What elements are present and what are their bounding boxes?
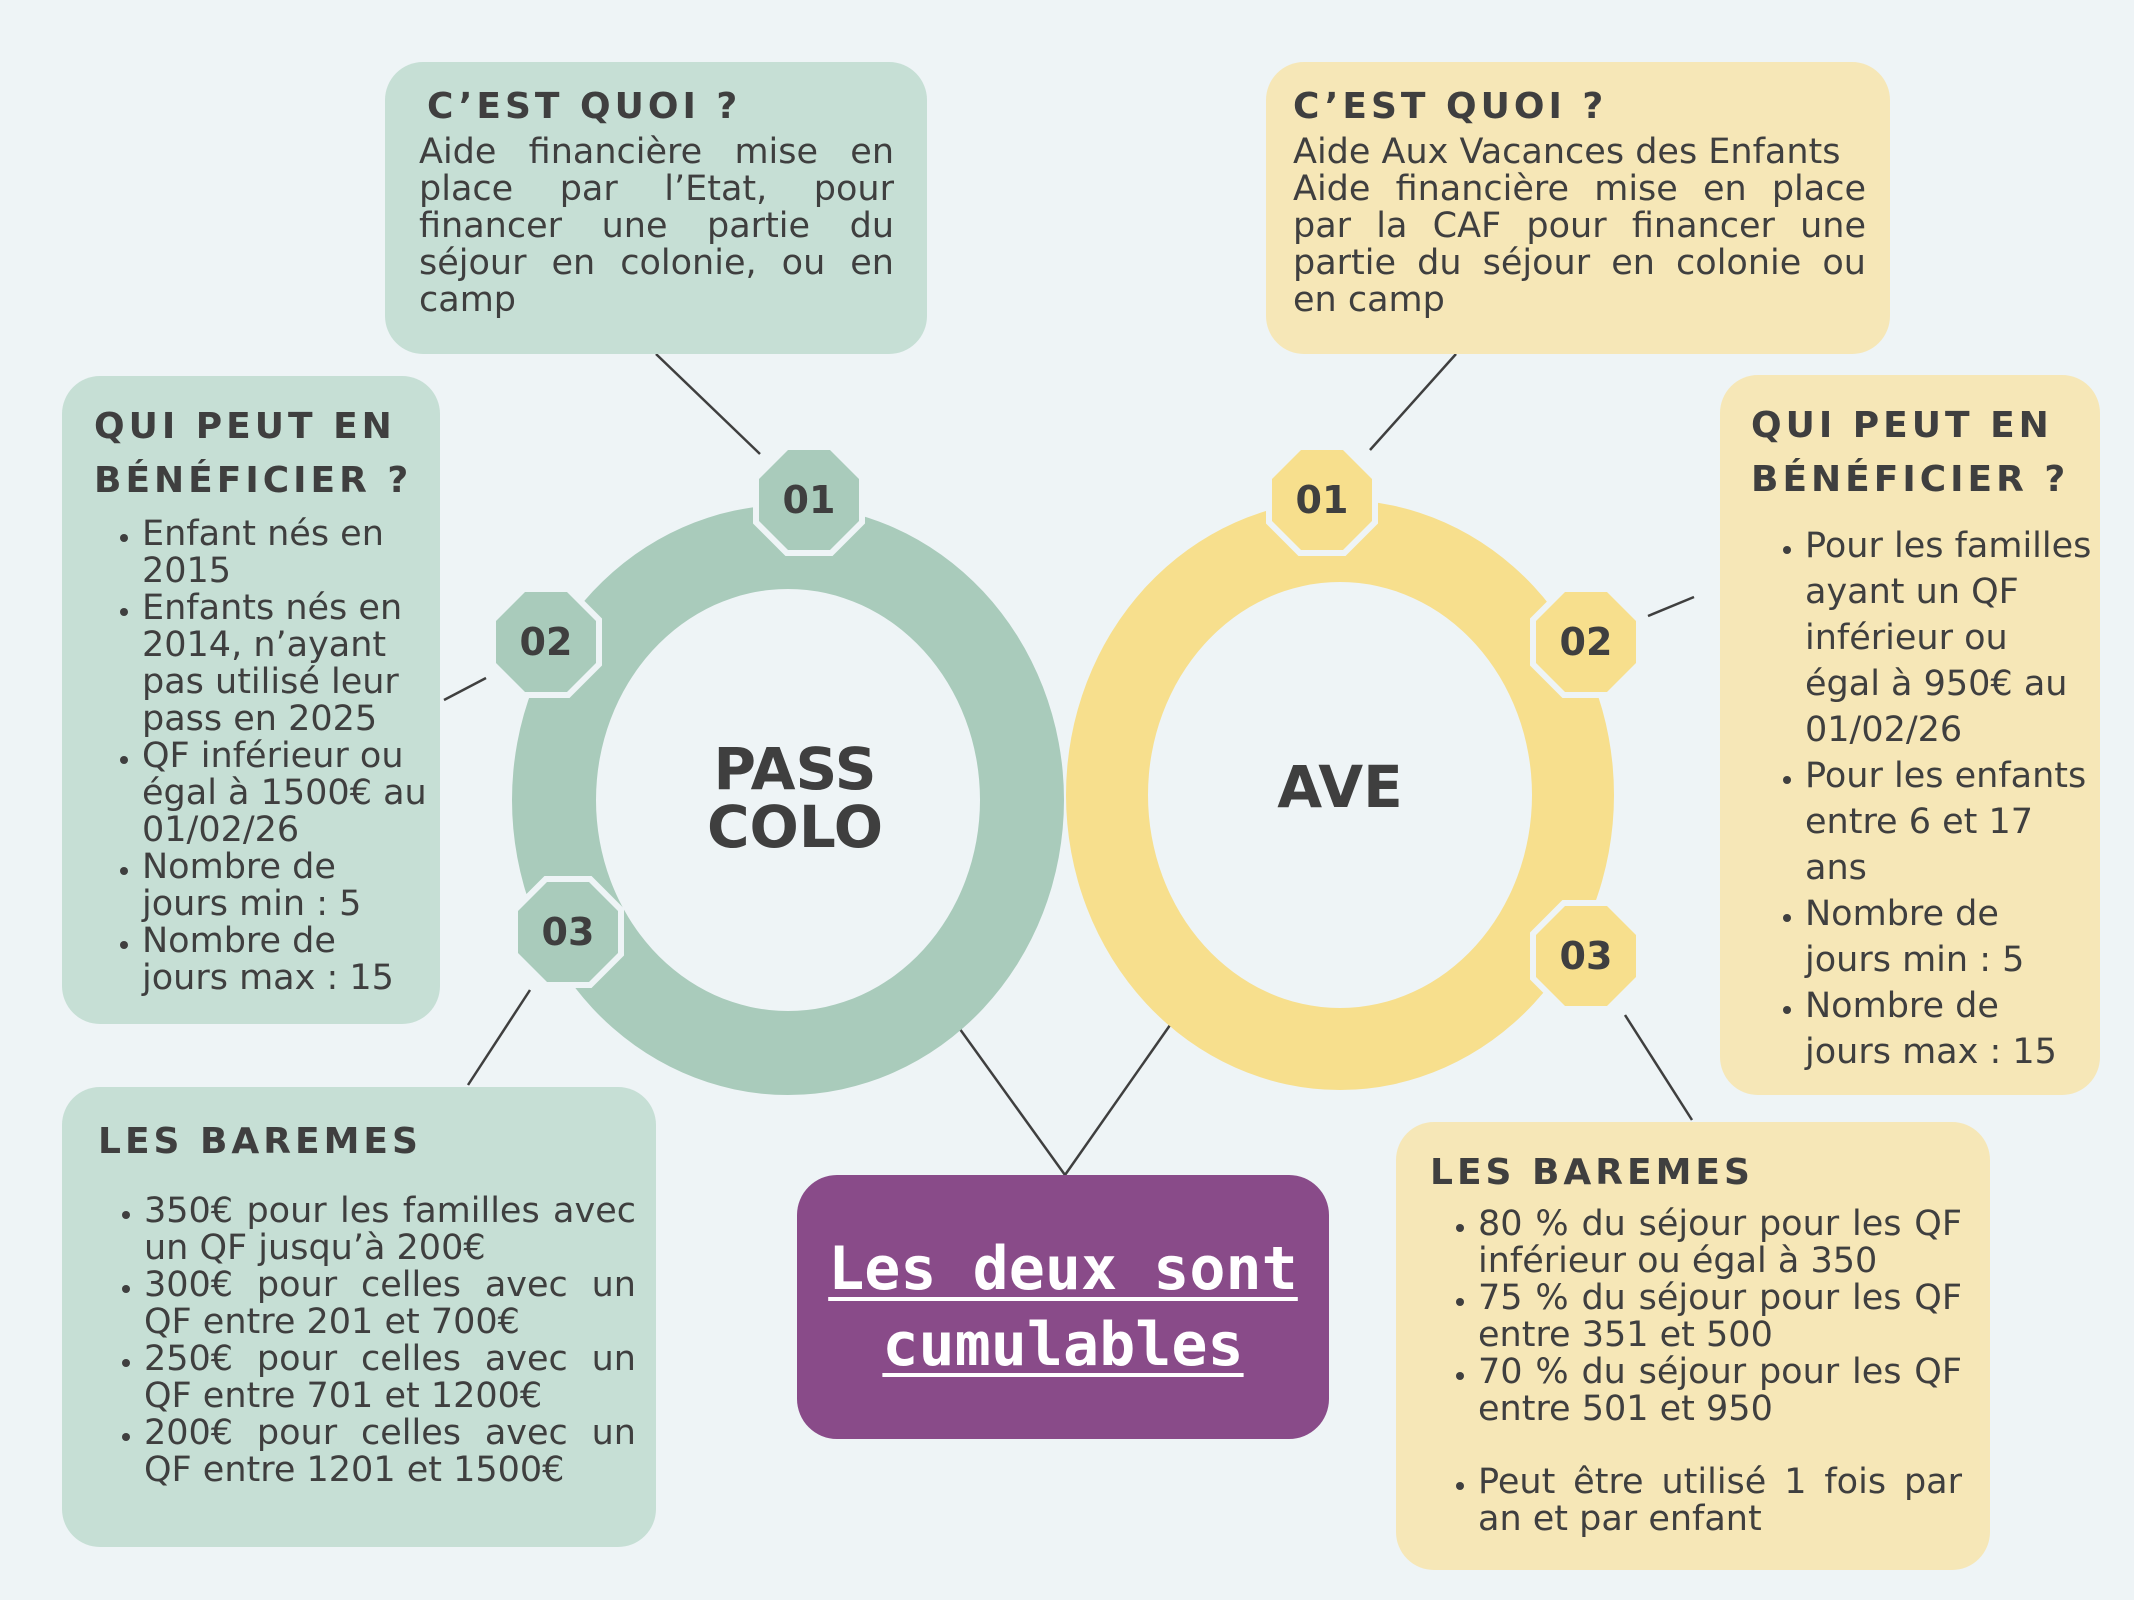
ave-baremes-box: LES BAREMES 80 % du séjour pour les QF i… — [1396, 1122, 1990, 1570]
pass-colo-qui-heading-line1: QUI PEUT EN — [94, 406, 396, 447]
cumulables-line2: cumulables — [882, 1310, 1244, 1380]
ave-baremes-list: 80 % du séjour pour les QF inférieur ou … — [1430, 1206, 1962, 1428]
ave-badge-01: 01 — [1266, 444, 1378, 556]
list-item: 75 % du séjour pour les QF entre 351 et … — [1478, 1280, 1962, 1354]
pass-colo-badge-01: 01 — [753, 444, 865, 556]
list-item: Nombre de jours min : 5 — [142, 849, 430, 923]
ave-baremes-heading: LES BAREMES — [1430, 1152, 1754, 1193]
list-item: Enfant nés en 2015 — [142, 516, 430, 590]
pass-colo-title-line1: PASS — [713, 735, 877, 803]
pass-colo-qui-heading-line2: BÉNÉFICIER ? — [94, 460, 413, 501]
pass-colo-qui-list: Enfant nés en 2015 Enfants nés en 2014, … — [94, 516, 430, 997]
pass-colo-baremes-heading: LES BAREMES — [98, 1121, 422, 1162]
ave-baremes-extra-list: Peut être utilisé 1 fois par an et par e… — [1430, 1464, 1962, 1538]
ave-qui-heading: QUI PEUT EN BÉNÉFICIER ? — [1751, 399, 2092, 507]
ave-title: AVE — [1277, 753, 1403, 821]
list-item: Nombre de jours max : 15 — [142, 923, 430, 997]
list-item: 350€ pour les familles avec un QF jusqu’… — [144, 1193, 636, 1267]
ave-badge-02: 02 — [1530, 586, 1642, 698]
pass-colo-quoi-heading: C’EST QUOI ? — [427, 86, 742, 127]
list-item: QF inférieur ou égal à 1500€ au 01/02/26 — [142, 738, 430, 849]
ave-qui-heading-line2: BÉNÉFICIER ? — [1751, 459, 2070, 500]
list-item: Pour les enfants entre 6 et 17 ans — [1805, 753, 2092, 891]
list-item: 200€ pour celles avec un QF entre 1201 e… — [144, 1415, 636, 1489]
ave-qui-list: Pour les familles ayant un QF inférieur … — [1751, 523, 2092, 1075]
ave-qui-heading-line1: QUI PEUT EN — [1751, 405, 2053, 446]
pass-colo-baremes-list: 350€ pour les familles avec un QF jusqu’… — [96, 1193, 636, 1489]
list-item: Peut être utilisé 1 fois par an et par e… — [1478, 1464, 1962, 1538]
ave-quoi-line1: Aide Aux Vacances des Enfants — [1293, 132, 1841, 172]
pass-colo-badge-02: 02 — [490, 586, 602, 698]
cumulables-line1: Les deux sont — [828, 1234, 1298, 1304]
pass-colo-qui-heading: QUI PEUT EN BÉNÉFICIER ? — [94, 400, 430, 508]
pass-colo-baremes-box: LES BAREMES 350€ pour les familles avec … — [62, 1087, 656, 1547]
ave-badge-03: 03 — [1530, 900, 1642, 1012]
list-item: Nombre de jours max : 15 — [1805, 983, 2092, 1075]
list-item: 300€ pour celles avec un QF entre 201 et… — [144, 1267, 636, 1341]
ave-quoi-heading: C’EST QUOI ? — [1293, 86, 1608, 127]
list-item: 80 % du séjour pour les QF inférieur ou … — [1478, 1206, 1962, 1280]
pass-colo-qui-box: QUI PEUT EN BÉNÉFICIER ? Enfant nés en 2… — [62, 376, 440, 1024]
list-item: Nombre de jours min : 5 — [1805, 891, 2092, 983]
pass-colo-quoi-box: C’EST QUOI ? Aide financière mise en pla… — [385, 62, 927, 354]
pass-colo-quoi-text: Aide financière mise en place par l’Etat… — [419, 132, 894, 320]
list-item: Enfants nés en 2014, n’ayant pas utilisé… — [142, 590, 430, 738]
list-item: 70 % du séjour pour les QF entre 501 et … — [1478, 1354, 1962, 1428]
list-item: 250€ pour celles avec un QF entre 701 et… — [144, 1341, 636, 1415]
pass-colo-badge-03: 03 — [512, 876, 624, 988]
ave-quoi-box: C’EST QUOI ? Aide Aux Vacances des Enfan… — [1266, 62, 1890, 354]
ave-qui-box: QUI PEUT EN BÉNÉFICIER ? Pour les famill… — [1720, 375, 2100, 1095]
pass-colo-title: PASS COLO — [660, 740, 930, 856]
ave-quoi-text: Aide financière mise en place par la CAF… — [1293, 169, 1866, 320]
list-item: Pour les familles ayant un QF inférieur … — [1805, 523, 2092, 753]
cumulables-box: Les deux sont cumulables — [797, 1175, 1329, 1439]
pass-colo-title-line2: COLO — [706, 793, 884, 861]
